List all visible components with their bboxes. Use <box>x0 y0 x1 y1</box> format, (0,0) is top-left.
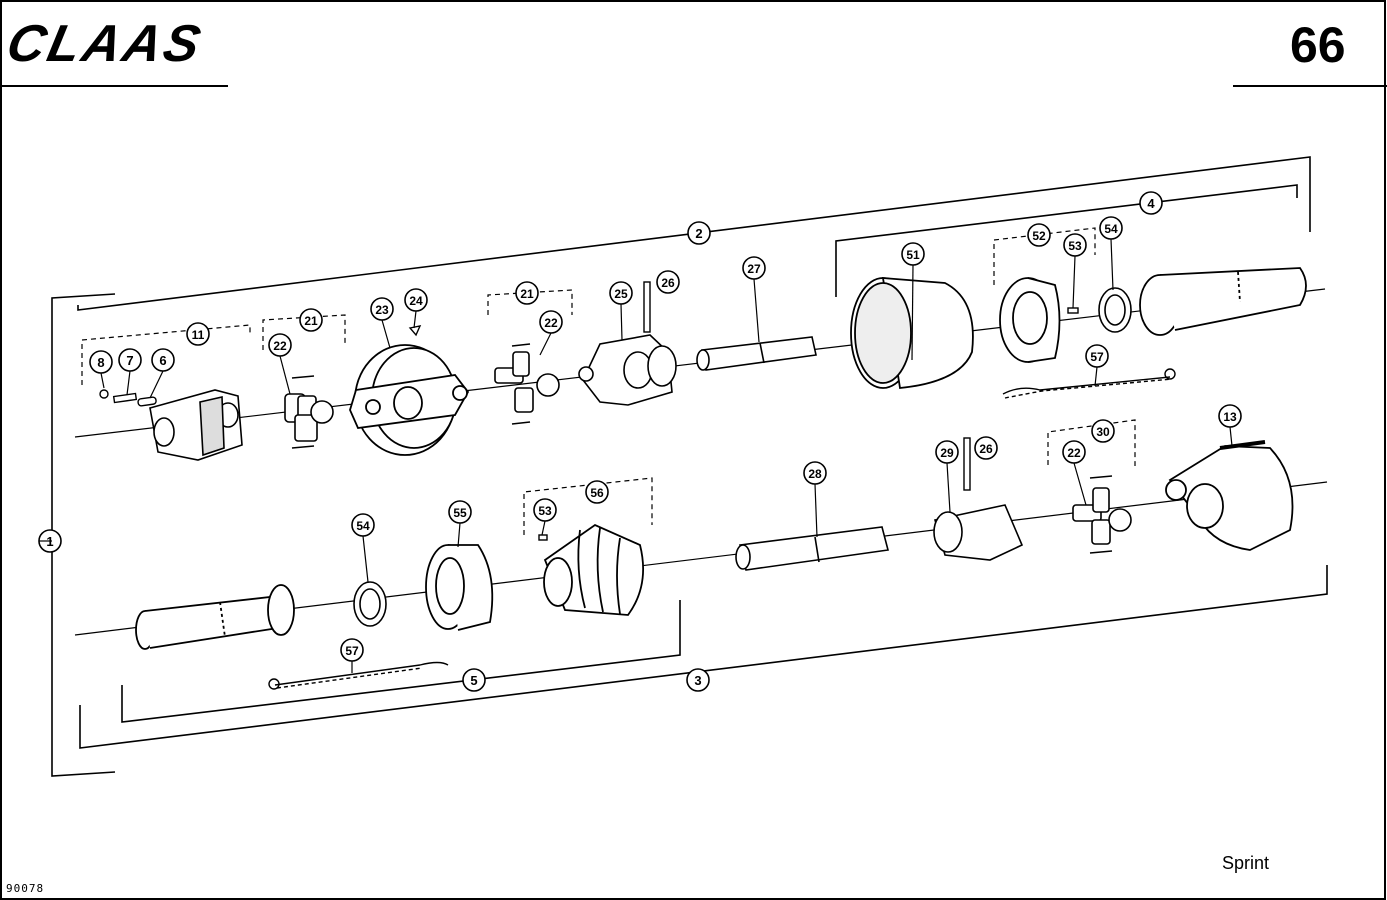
callout-labels: 1 2 3 4 5 6 7 8 11 13 21 21 22 22 22 23 … <box>46 196 1237 688</box>
callout-54b: 54 <box>356 519 370 533</box>
inner-tube-part-27 <box>696 336 817 371</box>
callout-7: 7 <box>126 353 133 368</box>
callout-54a: 54 <box>1104 222 1118 236</box>
bearing-ring-part-55 <box>425 544 494 631</box>
callout-52: 52 <box>1032 229 1046 243</box>
flange-yoke-part-13 <box>1165 440 1294 551</box>
outer-tube-part-5 <box>135 584 295 650</box>
callout-30: 30 <box>1096 425 1110 439</box>
cross-journal-part-22c <box>1072 475 1132 554</box>
bellows-guard-part-56 <box>543 523 645 616</box>
callout-29: 29 <box>940 446 954 460</box>
yoke-part-29 <box>933 504 1024 561</box>
set-screw-part-24 <box>408 325 422 337</box>
callout-57a: 57 <box>1090 350 1104 364</box>
screw-part-53b <box>538 534 548 541</box>
outer-tube-guard-part-4 <box>1139 267 1307 336</box>
callout-22c: 22 <box>1067 446 1081 460</box>
model-name: Sprint <box>1222 853 1270 873</box>
callout-53b: 53 <box>538 504 552 518</box>
bearing-part-54a <box>1098 287 1132 333</box>
bearing-part-54b <box>353 581 387 627</box>
callout-13: 13 <box>1223 410 1237 424</box>
callout-3: 3 <box>694 673 701 688</box>
bearing-ring-part-52 <box>999 277 1061 363</box>
callout-circles <box>38 191 1242 692</box>
safety-chain-part-57b <box>268 661 449 690</box>
spring-pin-part-6 <box>137 396 157 407</box>
callout-21b: 21 <box>520 287 534 301</box>
callout-24: 24 <box>409 294 423 308</box>
screw-part-53a <box>1067 307 1079 314</box>
callout-28: 28 <box>808 467 822 481</box>
callout-11: 11 <box>192 328 205 342</box>
callout-23: 23 <box>375 303 389 317</box>
callout-51: 51 <box>906 248 920 262</box>
safety-chain-part-57a <box>1002 368 1176 399</box>
drawing-number: 90078 <box>6 882 45 895</box>
dashed-group-brackets <box>81 227 1136 535</box>
callout-21a: 21 <box>304 314 318 328</box>
callout-25: 25 <box>614 287 628 301</box>
callout-53a: 53 <box>1068 239 1082 253</box>
callout-2: 2 <box>695 226 702 241</box>
callout-22a: 22 <box>273 339 287 353</box>
callout-leaders <box>39 238 1233 673</box>
callout-27: 27 <box>747 262 761 276</box>
clamp-bolt-part-7 <box>112 392 138 404</box>
flange-part-23 <box>349 344 470 456</box>
cross-journal-part-22a <box>284 375 334 449</box>
callout-57b: 57 <box>345 644 359 658</box>
callout-26b: 26 <box>979 442 993 456</box>
callout-8: 8 <box>97 355 104 370</box>
grease-nipple-part-8 <box>99 389 109 399</box>
roll-pin-part-26b <box>963 437 971 491</box>
cross-journal-part-22b <box>494 343 560 425</box>
guard-cone-part-51 <box>850 277 974 389</box>
callout-56: 56 <box>590 486 604 500</box>
brand-logo: CLAAS <box>1 15 209 73</box>
callout-5: 5 <box>470 673 477 688</box>
page-number: 66 <box>1290 17 1346 73</box>
inner-tube-part-28 <box>735 526 890 571</box>
callout-6: 6 <box>159 353 166 368</box>
callout-22b: 22 <box>544 316 558 330</box>
callout-1: 1 <box>46 534 53 549</box>
callout-55: 55 <box>453 506 467 520</box>
callout-26a: 26 <box>661 276 675 290</box>
roll-pin-part-26a <box>643 281 651 333</box>
yoke-part-11 <box>149 389 243 461</box>
callout-4: 4 <box>1147 196 1155 211</box>
yoke-part-25 <box>578 334 677 406</box>
